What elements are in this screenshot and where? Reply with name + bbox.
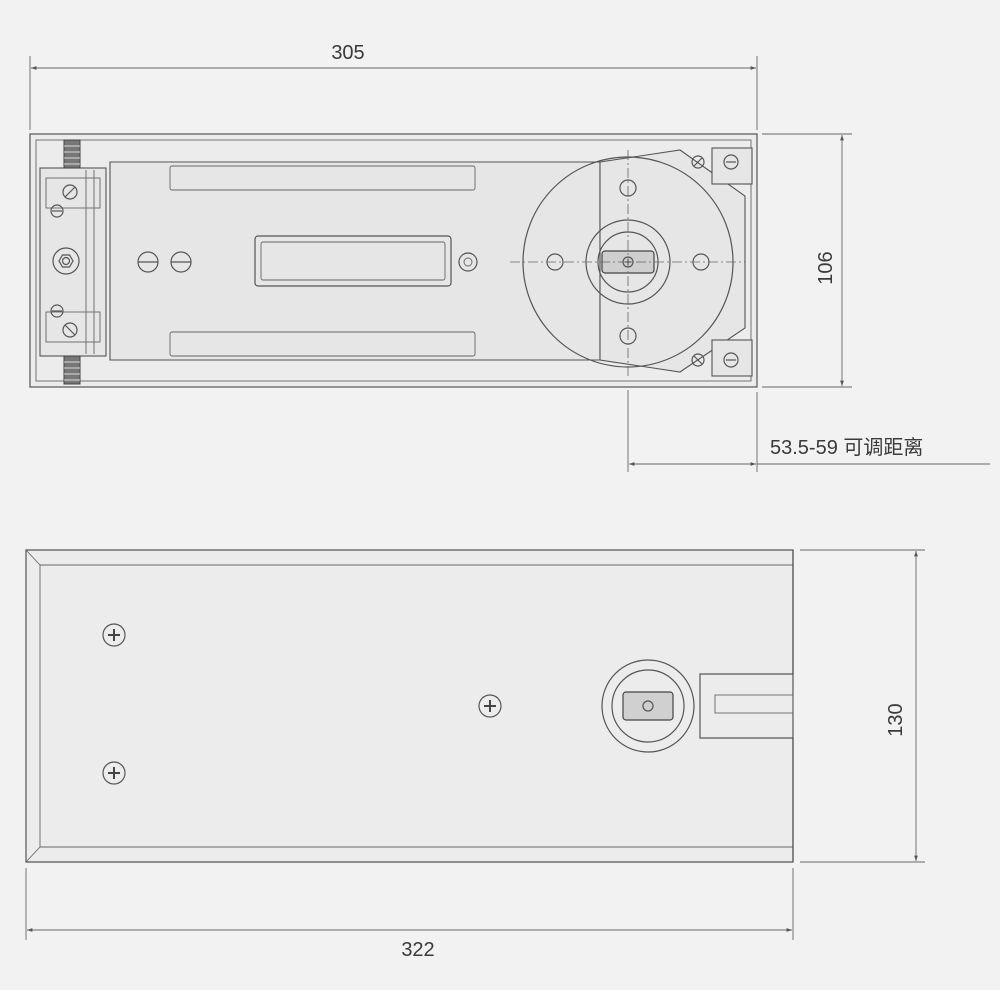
bracket-screw-icon — [50, 204, 64, 218]
pivot-housing — [510, 149, 746, 378]
corner-screw-icon — [691, 155, 705, 169]
phillips-screw-icon — [102, 623, 126, 647]
dimension-label-adjust: 53.5-59 可调距离 — [770, 436, 923, 459]
cover-plate — [25, 549, 794, 863]
dimension-label-305: 305 — [331, 42, 364, 64]
center-slot — [254, 235, 452, 287]
adjust-screw-bottom — [63, 355, 81, 385]
pin-icon — [458, 252, 478, 272]
dimension-106: 106 — [762, 133, 852, 388]
bottom-view: 130 322 — [25, 549, 925, 961]
hex-bolt-icon — [52, 247, 80, 275]
bracket-screw-icon — [62, 322, 78, 338]
dimension-130: 130 — [800, 549, 925, 863]
corner-screw-icon — [723, 154, 739, 170]
left-bracket — [39, 139, 107, 385]
adjust-screw-top — [63, 139, 81, 169]
corner-screw-icon — [723, 352, 739, 368]
bracket-screw-icon — [50, 304, 64, 318]
phillips-screw-icon — [102, 761, 126, 785]
dimension-label-106: 106 — [815, 251, 837, 284]
bottom-spindle — [601, 659, 695, 753]
corner-screw-icon — [691, 353, 705, 367]
dimension-305: 305 — [29, 42, 758, 130]
arm-body — [109, 161, 601, 361]
top-view: 305 106 53.5-59 可调距离 — [29, 42, 990, 472]
dimension-322: 322 — [25, 868, 794, 961]
dimension-label-130: 130 — [885, 703, 907, 736]
dimension-label-322: 322 — [401, 939, 434, 961]
bracket-screw-icon — [62, 184, 78, 200]
dimension-adjust: 53.5-59 可调距离 — [627, 390, 990, 472]
corner-brackets — [691, 147, 753, 377]
phillips-screw-icon — [478, 694, 502, 718]
